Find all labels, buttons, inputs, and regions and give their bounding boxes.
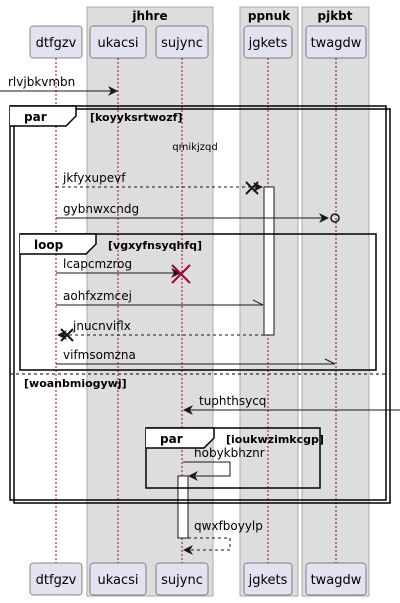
fragment-guard: [vgxyfnsyqhfq] [108,239,202,252]
message-label: gybnwxcndg [63,202,139,216]
message-gybnwxcndg: gybnwxcndg [56,202,340,223]
participant-ukacsi-top: ukacsi [89,25,147,59]
participant-label: jgkets [248,36,288,51]
message-label: lcapcmzrog [63,257,132,271]
participant-label: sujync [161,36,203,51]
participant-sujync-bottom: sujync [155,562,209,596]
participant-label: ukacsi [97,36,138,51]
message-lcapcmzrog: lcapcmzrog [56,257,191,284]
message-label: tuphthsycq [199,394,266,408]
destroy-icon [245,181,259,195]
message-hobykbhznr: hobykbhznr [183,446,265,481]
participant-twagdw-top: twagdw [305,25,367,59]
box-title-ppnuk: ppnuk [248,9,291,23]
message-label: hobykbhznr [194,446,265,460]
fragment-keyword: par [24,110,47,124]
message-aohfxzmcej: aohfxzmcej [56,289,264,306]
message-label: aohfxzmcej [63,289,132,303]
message-label: vifmsomzna [63,348,136,362]
message-jkfyxupevf: jkfyxupevf [56,171,263,195]
message-label: jkfyxupevf [62,171,126,185]
message-qwxfboyylp: qwxfboyylp [183,519,263,555]
fragment-par-inner: par [ioukwzimkcgp] [145,427,324,489]
box-pjkbt: pjkbt [301,6,370,597]
participant-jgkets-top: jgkets [243,25,293,59]
participant-label: twagdw [311,573,362,588]
participant-ukacsi-bottom: ukacsi [89,562,147,596]
fragment-keyword: par [160,432,183,446]
participant-label: dtfgzv [36,573,77,588]
participant-label: ukacsi [97,573,138,588]
box-title-pjkbt: pjkbt [317,9,352,23]
fragment-guard: [ioukwzimkcgp] [226,433,324,446]
message-jnucnviflx: jnucnviflx [57,319,264,342]
delay-text: qmikjzqd [172,142,217,153]
box-title-jhhre: jhhre [131,9,167,23]
participant-dtfgzv-top: dtfgzv [29,25,83,59]
activation-jgkets [263,186,275,336]
fragment-keyword: loop [34,238,64,252]
message-rlvjbkvmbn: rlvjbkvmbn [0,75,118,96]
participant-jgkets-bottom: jgkets [243,562,293,596]
message-label: rlvjbkvmbn [8,75,75,89]
message-tuphthsycq: tuphthsycq [183,394,400,415]
participant-label: jgkets [248,573,288,588]
fragment-guard: [koyyksrtwozf] [90,111,182,124]
fragment-par-outer: par [koyyksrtwozf] [woanbmiogywj] [9,105,391,504]
activation-sujync [177,475,189,539]
participant-twagdw-bottom: twagdw [305,562,367,596]
participant-label: twagdw [311,36,362,51]
box-jhhre: jhhre [86,6,214,597]
fragment-else-guard: [woanbmiogywj] [24,377,127,390]
message-label: qwxfboyylp [194,519,263,533]
box-ppnuk: ppnuk [239,6,299,597]
found-circle-icon [330,213,340,223]
destroy-icon [60,328,74,342]
participant-sujync-top: sujync [155,25,209,59]
fragment-loop: loop [vgxyfnsyqhfq] [19,233,377,371]
message-vifmsomzna: vifmsomzna [56,348,336,365]
message-label: jnucnviflx [72,319,131,333]
participant-label: dtfgzv [36,36,77,51]
participant-label: sujync [161,573,203,588]
destroy-icon [171,264,191,284]
participant-dtfgzv-bottom: dtfgzv [29,562,83,596]
